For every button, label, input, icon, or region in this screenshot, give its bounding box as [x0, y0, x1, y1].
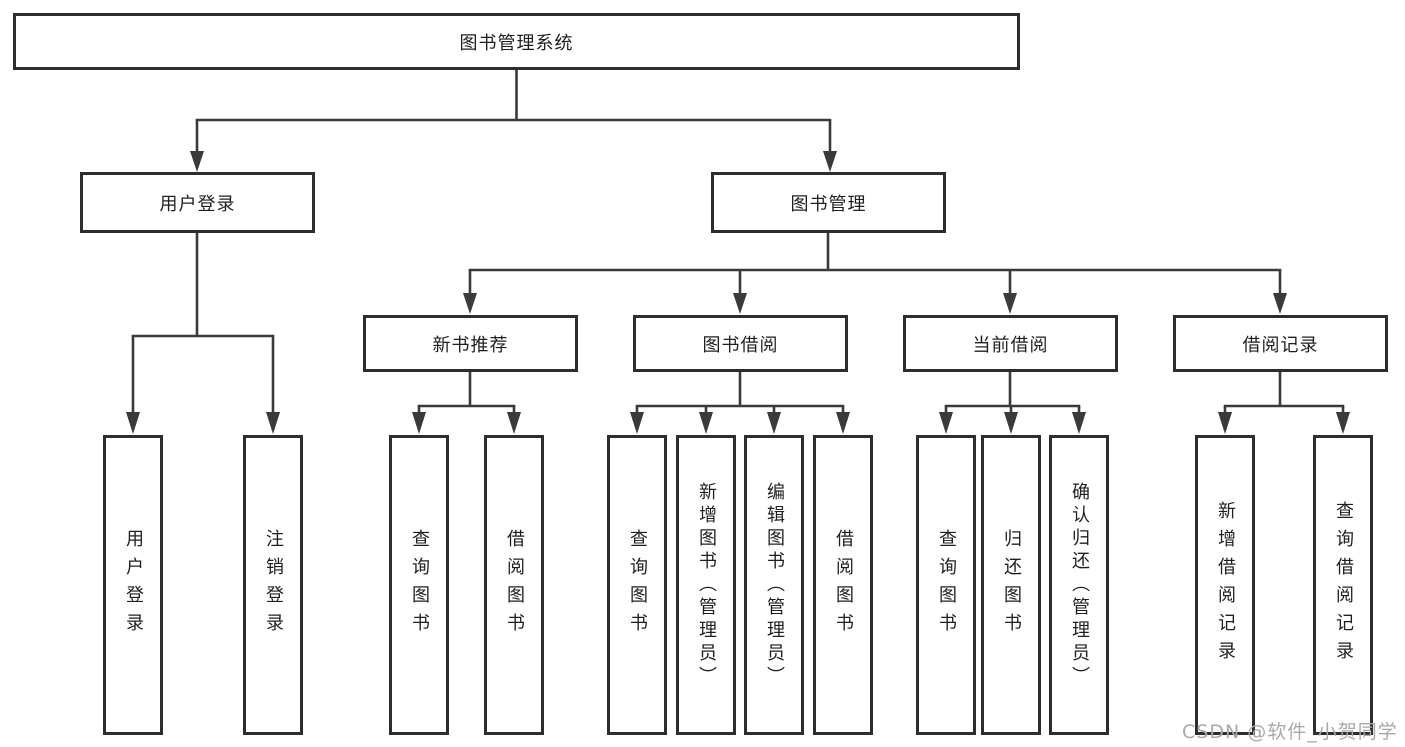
node-leaf-bb-edit-book: 编辑图书（管理员）: [744, 435, 804, 735]
node-book-mgmt: 图书管理: [711, 172, 946, 233]
csdn-watermark: CSDN @软件_小贺同学: [1182, 721, 1398, 743]
node-leaf-user-login: 用户登录: [103, 435, 163, 735]
leaf-label: 归还图书: [1001, 529, 1022, 641]
node-leaf-bb-borrow-book: 借阅图书: [813, 435, 873, 735]
connector-current-borrow-to-leaves: [939, 372, 1086, 434]
connector-root-to-level2: [190, 70, 837, 172]
node-book-borrow: 图书借阅: [633, 315, 848, 372]
node-leaf-logout: 注销登录: [243, 435, 303, 735]
leaf-label: 借阅图书: [504, 529, 525, 641]
leaf-label: 查询图书: [627, 529, 648, 641]
leaf-label: 新增借阅记录: [1215, 501, 1236, 669]
node-leaf-nb-query-book: 查询图书: [389, 435, 449, 735]
connector-borrow-records-to-leaves: [1218, 372, 1350, 434]
leaf-label: 确认归还（管理员）: [1069, 481, 1090, 689]
node-leaf-bb-query-book: 查询图书: [607, 435, 667, 735]
connector-book-borrow-to-leaves: [630, 372, 850, 434]
leaf-label: 用户登录: [123, 529, 144, 641]
node-current-borrow: 当前借阅: [903, 315, 1118, 372]
leaf-label: 注销登录: [263, 529, 284, 641]
node-leaf-nb-borrow-book: 借阅图书: [484, 435, 544, 735]
node-new-books: 新书推荐: [363, 315, 578, 372]
leaf-label: 新增图书（管理员）: [696, 481, 717, 689]
node-leaf-br-add-record: 新增借阅记录: [1195, 435, 1255, 735]
node-leaf-cb-return-book: 归还图书: [981, 435, 1041, 735]
node-leaf-cb-query-book: 查询图书: [916, 435, 976, 735]
node-leaf-br-query-record: 查询借阅记录: [1313, 435, 1373, 735]
leaf-label: 借阅图书: [833, 529, 854, 641]
node-root: 图书管理系统: [13, 13, 1020, 70]
connector-user-login-to-leaves: [126, 233, 280, 434]
leaf-label: 查询图书: [936, 529, 957, 641]
connector-book-mgmt-to-level3: [463, 233, 1287, 314]
connector-new-books-to-leaves: [412, 372, 521, 434]
node-borrow-records: 借阅记录: [1173, 315, 1388, 372]
leaf-label: 查询图书: [409, 529, 430, 641]
node-leaf-bb-add-book: 新增图书（管理员）: [676, 435, 736, 735]
leaf-label: 查询借阅记录: [1333, 501, 1354, 669]
node-user-login: 用户登录: [80, 172, 315, 233]
node-leaf-cb-confirm-return: 确认归还（管理员）: [1049, 435, 1109, 735]
leaf-label: 编辑图书（管理员）: [764, 481, 785, 689]
